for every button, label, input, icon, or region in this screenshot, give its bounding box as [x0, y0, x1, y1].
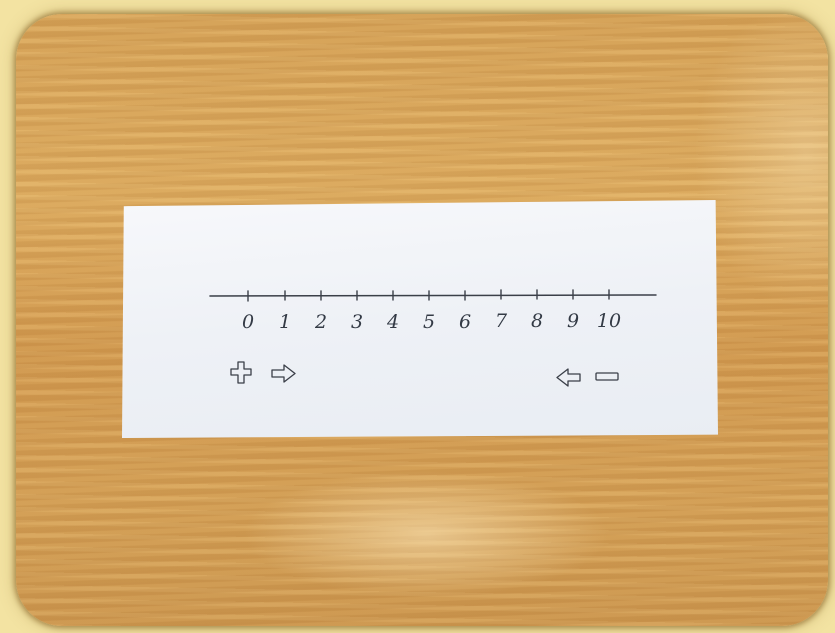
tick-label-6: 6: [459, 311, 471, 333]
minus-icon: [596, 373, 618, 380]
tick-label-4: 4: [386, 311, 399, 333]
tick-label-9: 9: [567, 310, 579, 332]
tick-label-5: 5: [423, 311, 435, 333]
number-line-axis: [210, 295, 656, 296]
tick-label-7: 7: [495, 310, 508, 332]
right-arrow-icon: [272, 365, 295, 382]
left-arrow-icon: [557, 369, 580, 386]
plus-icon: [231, 362, 251, 383]
tick-labels: 0 1 2 3 4 5 6 7 8 9 10: [242, 310, 621, 333]
tick-label-8: 8: [531, 310, 543, 332]
tick-label-2: 2: [314, 311, 327, 333]
tick-label-3: 3: [351, 311, 363, 333]
tick-label-1: 1: [279, 311, 291, 333]
tick-label-10: 10: [597, 310, 621, 332]
tick-label-0: 0: [242, 311, 254, 333]
